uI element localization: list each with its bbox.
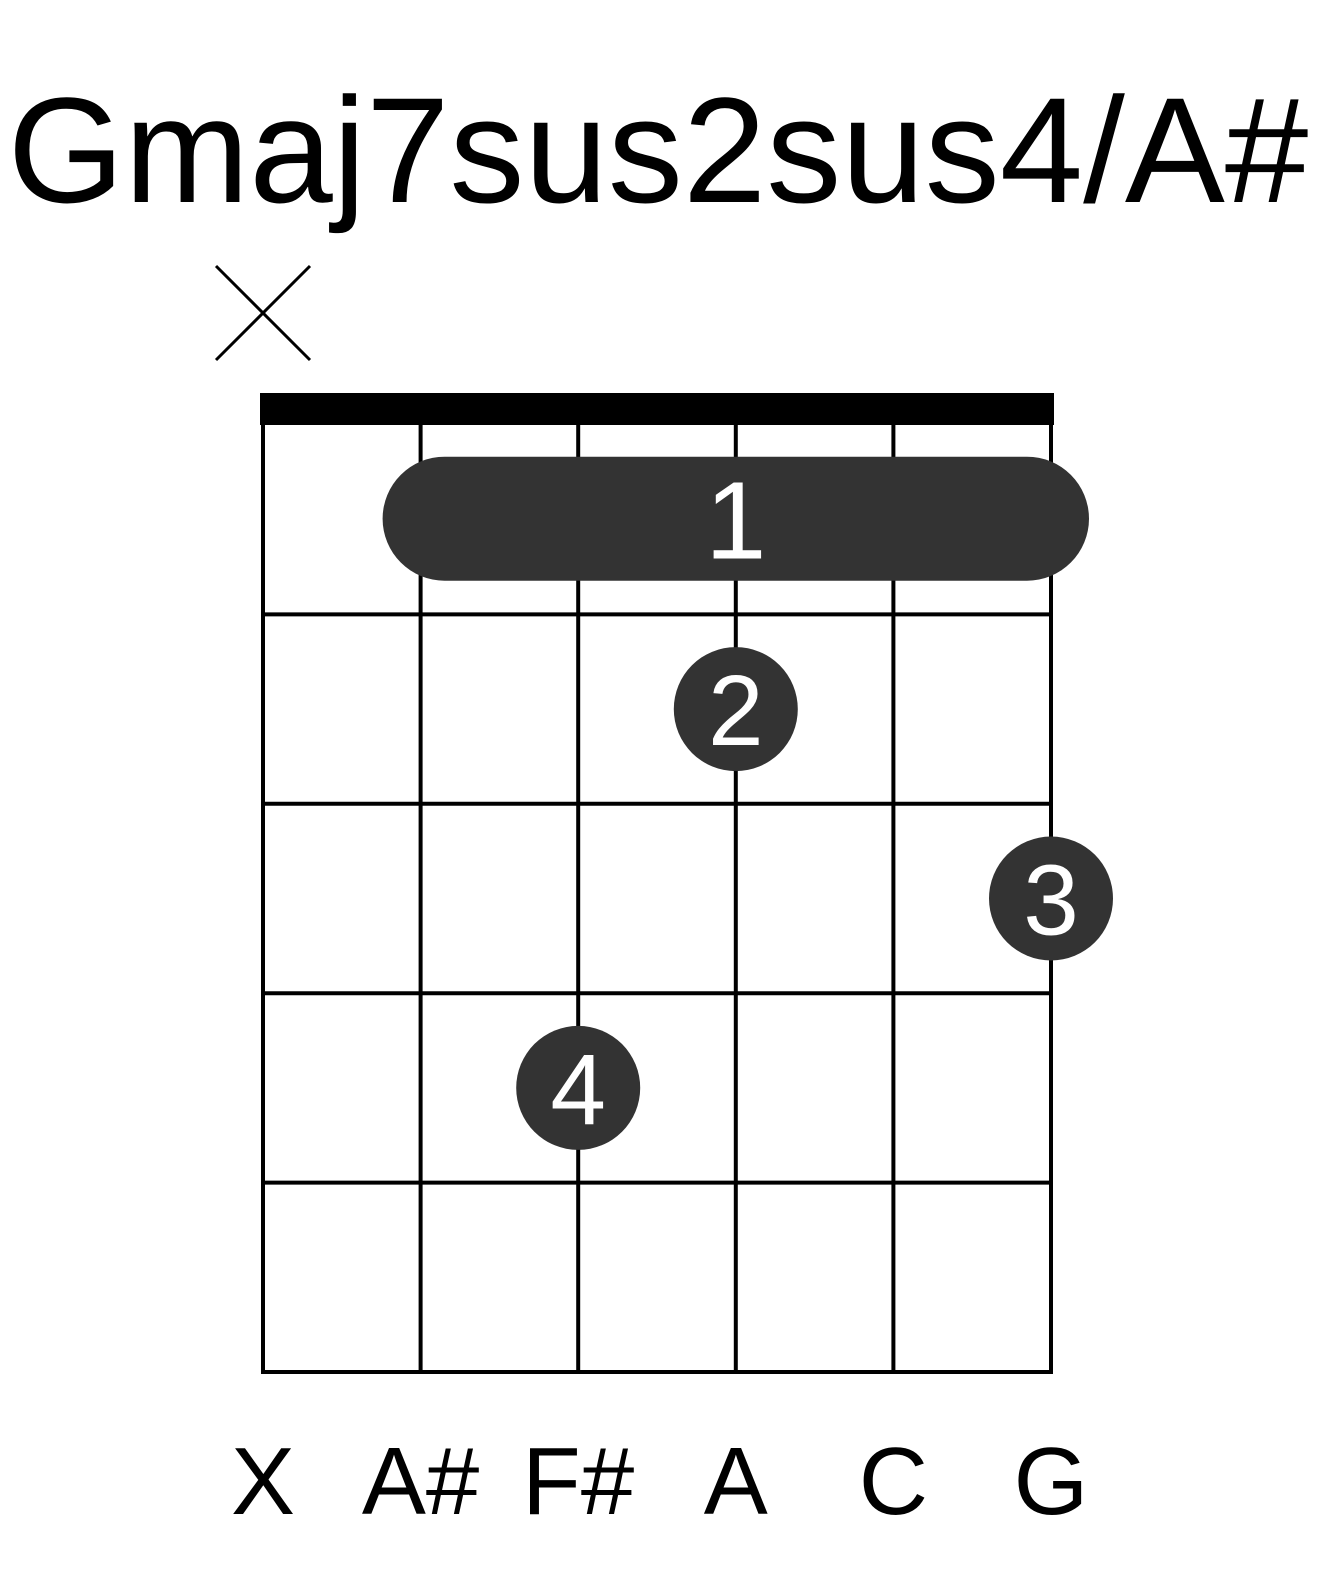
barre-bar: [382, 456, 1090, 581]
finger-label-3: 3: [1023, 845, 1079, 957]
x-mute-stroke-b: [214, 264, 312, 362]
finger-dot-4: [516, 1025, 641, 1150]
nut: [260, 393, 1054, 425]
string-note-label: F#: [522, 1428, 634, 1535]
finger-label-2: 2: [708, 655, 764, 767]
x-mute-icon: [214, 264, 312, 362]
barre-finger-label: 1: [705, 460, 766, 583]
fingering-marks: 1 2 3 4: [382, 456, 1113, 1150]
finger-dot-2: [673, 647, 798, 772]
finger-label-4: 4: [550, 1034, 606, 1146]
string-note-label: A: [704, 1428, 768, 1535]
chord-title: Gmaj7sus2sus4/A#: [8, 66, 1309, 234]
string-note-label: G: [1014, 1428, 1089, 1535]
string-markers: [214, 264, 312, 362]
string-note-label: C: [859, 1428, 928, 1535]
string-note-label: X: [231, 1428, 295, 1535]
string-note-label: A#: [362, 1428, 479, 1535]
finger-dot-3: [989, 836, 1113, 961]
